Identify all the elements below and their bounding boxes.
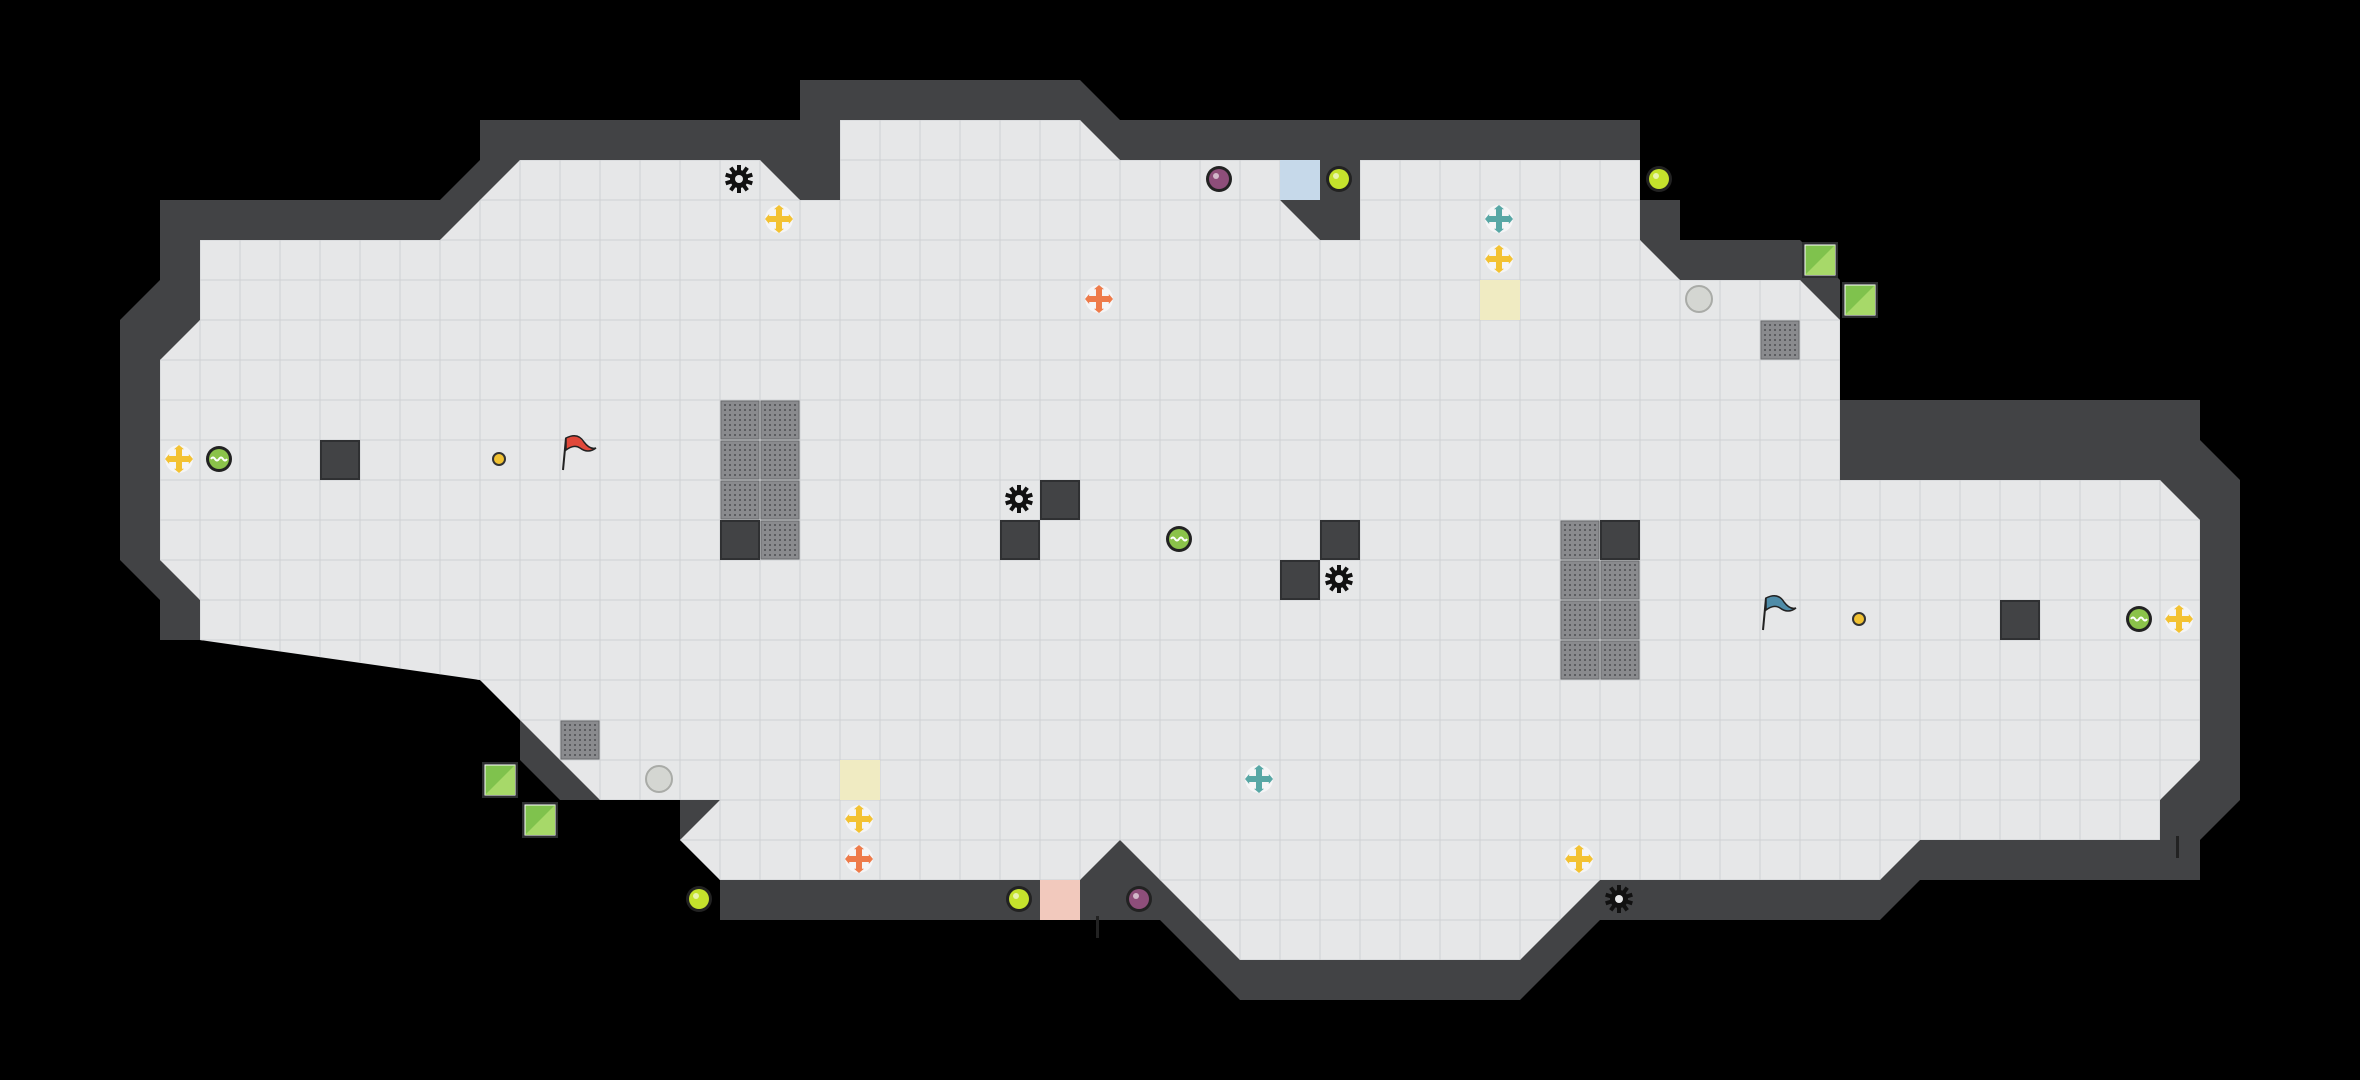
gear-icon[interactable] [1325,565,1353,593]
grate-tile [720,400,760,440]
cross-arrows-icon[interactable] [1565,845,1593,873]
green-tile-icon[interactable] [522,802,558,838]
orb-icon[interactable] [1206,166,1232,192]
blue-tile [1280,160,1320,200]
green-tile-icon[interactable] [482,762,518,798]
cross-arrows-icon[interactable] [765,205,793,233]
wall-block [1280,560,1320,600]
grate-tile [1560,560,1600,600]
grate-tile [760,480,800,520]
grate-tile [760,400,800,440]
orb-icon[interactable] [1166,526,1192,552]
grate-tile [1560,520,1600,560]
grate-tile [1560,640,1600,680]
grate-tile [1600,560,1640,600]
orb-icon[interactable] [2126,606,2152,632]
flag-icon[interactable] [1762,595,1797,631]
cross-arrows-icon[interactable] [2165,605,2193,633]
cross-arrows-icon[interactable] [1245,765,1273,793]
cross-arrows-icon[interactable] [845,845,873,873]
grate-tile [720,480,760,520]
grate-tile [1600,600,1640,640]
wall-block [1000,520,1040,560]
cross-arrows-icon[interactable] [845,805,873,833]
gear-icon[interactable] [1605,885,1633,913]
grate-tile [760,440,800,480]
wall-block [1040,480,1080,520]
wall-block [320,440,360,480]
wall-notch [2176,836,2179,858]
orb-icon[interactable] [1126,886,1152,912]
dot-icon[interactable] [492,452,506,466]
cross-arrows-icon[interactable] [1485,205,1513,233]
salmon-tile [1040,880,1080,920]
circle-icon [645,765,673,793]
wall-block [720,520,760,560]
grate-tile [1600,640,1640,680]
yellow-tile [840,760,880,800]
orb-icon[interactable] [686,886,712,912]
grate-tile [1760,320,1800,360]
dot-icon[interactable] [1852,612,1866,626]
orb-icon[interactable] [1646,166,1672,192]
wall-block [1320,520,1360,560]
circle-icon [1685,285,1713,313]
orb-icon[interactable] [206,446,232,472]
wall-block [2000,600,2040,640]
orb-icon[interactable] [1326,166,1352,192]
grate-tile [760,520,800,560]
cross-arrows-icon[interactable] [1485,245,1513,273]
gear-icon[interactable] [1005,485,1033,513]
grate-tile [1560,600,1600,640]
green-tile-icon[interactable] [1802,242,1838,278]
yellow-tile [1480,280,1520,320]
cross-arrows-icon[interactable] [1085,285,1113,313]
orb-icon[interactable] [1006,886,1032,912]
green-tile-icon[interactable] [1842,282,1878,318]
wall-block [1600,520,1640,560]
grate-tile [720,440,760,480]
flag-icon[interactable] [562,435,597,471]
gear-icon[interactable] [725,165,753,193]
cross-arrows-icon[interactable] [165,445,193,473]
grate-tile [560,720,600,760]
wall-notch [1096,916,1099,938]
